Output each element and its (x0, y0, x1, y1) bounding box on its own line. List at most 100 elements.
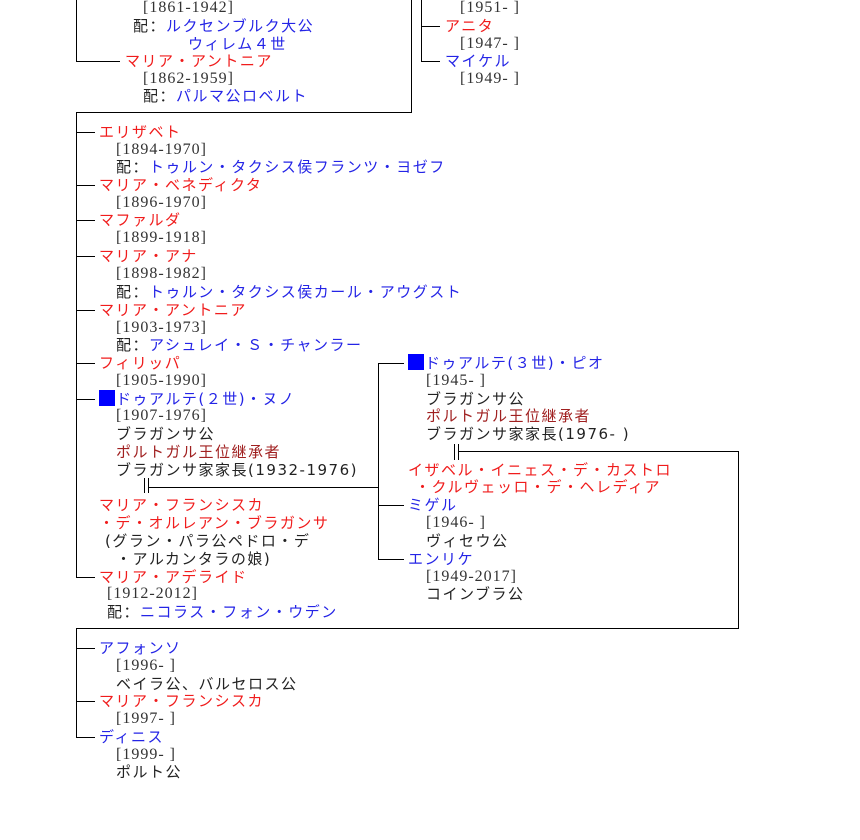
title: コインブラ公 (426, 585, 525, 603)
spouse-link[interactable]: パルマ公ロベルト (176, 87, 309, 105)
title: ベイラ公、バルセロス公 (116, 675, 298, 693)
person-name[interactable]: マイケル (445, 52, 512, 70)
spouse-line: 配：パルマ公ロベルト (143, 87, 308, 105)
tree-line (76, 185, 95, 186)
tree-line (76, 0, 77, 62)
spouse-line: 配：トゥルン・タクシス侯カール・アウグスト (116, 283, 462, 301)
heir-marker-icon (408, 354, 424, 370)
person-name[interactable]: ドゥアルテ(３世)・ピオ (425, 354, 605, 372)
dates: [1898-1982] (116, 265, 207, 282)
spouse-note: ・アルカンタラの娘) (116, 550, 272, 568)
dates: [1899-1918] (116, 229, 207, 246)
tree-line (76, 628, 739, 629)
dates: [1905-1990] (116, 372, 207, 389)
spouse-line: 配：トゥルン・タクシス侯フランツ・ヨゼフ (116, 158, 446, 176)
tree-line (76, 112, 77, 578)
dates: [1862-1959] (143, 70, 234, 87)
spouse-prefix: 配： (107, 603, 141, 621)
title: ポルトガル王位継承者 (426, 407, 592, 425)
tree-line (421, 61, 440, 62)
tree-line (76, 61, 120, 62)
spouse-prefix: 配： (133, 17, 167, 35)
spouse-name[interactable]: ・デ・オルレアン・ブラガンサ (99, 514, 330, 532)
dates: [1997- ] (116, 710, 176, 727)
dates: [1947- ] (460, 35, 520, 52)
marriage-line (144, 478, 145, 493)
dates: [1999- ] (116, 746, 176, 763)
person-name[interactable]: マリア・アナ (99, 247, 198, 265)
person-name[interactable]: マリア・アントニア (125, 52, 273, 70)
spouse-note: (グラン・パラ公ペドロ・デ (105, 532, 311, 550)
spouse-line: 配：ルクセンブルク大公 (133, 17, 314, 35)
person-name[interactable]: マリア・アントニア (99, 301, 247, 319)
spouse-link[interactable]: ウィレム４世 (188, 35, 287, 53)
spouse-name[interactable]: イザベル・イニェス・デ・カストロ (408, 461, 673, 479)
marriage-line (454, 444, 455, 460)
person-name[interactable]: アニタ (445, 17, 495, 35)
dates: [1996- ] (116, 657, 176, 674)
tree-line (76, 737, 95, 738)
dates: [1907-1976] (116, 407, 207, 424)
tree-line (76, 220, 95, 221)
tree-line (76, 628, 77, 738)
spouse-prefix: 配： (143, 87, 177, 105)
tree-line (738, 451, 739, 629)
marriage-line (148, 478, 149, 493)
dates: [1903-1973] (116, 319, 207, 336)
person-name[interactable]: フィリッパ (99, 354, 182, 372)
spouse-link[interactable]: トゥルン・タクシス侯カール・アウグスト (149, 283, 463, 301)
tree-line (378, 559, 404, 560)
person-name[interactable]: マリア・フランシスカ (99, 692, 265, 710)
person-name[interactable]: アフォンソ (99, 639, 182, 657)
person-name[interactable]: マファルダ (99, 211, 182, 229)
person-name[interactable]: マリア・ベネディクタ (99, 176, 263, 194)
tree-line (421, 26, 440, 27)
person-heir: ドゥアルテ(２世)・ヌノ (99, 390, 295, 408)
title: ポルト公 (116, 763, 183, 781)
dates: [1946- ] (426, 514, 486, 531)
tree-line (76, 577, 95, 578)
tree-line (411, 0, 412, 113)
tree-line (76, 256, 95, 257)
person-name[interactable]: ディニス (99, 728, 164, 746)
tree-line (76, 310, 95, 311)
spouse-name[interactable]: マリア・フランシスカ (99, 496, 265, 514)
tree-line (76, 132, 95, 133)
person-name[interactable]: エンリケ (408, 550, 475, 568)
tree-line (378, 363, 404, 364)
dates: [1894-1970] (116, 141, 207, 158)
spouse-line: 配：ニコラス・フォン・ウデン (107, 603, 338, 621)
spouse-link[interactable]: アシュレイ・Ｓ・チャンラー (149, 336, 363, 354)
heir-marker-icon (99, 390, 115, 406)
tree-line (76, 112, 412, 113)
title: ブラガンサ公 (116, 425, 216, 443)
tree-line (76, 648, 95, 649)
spouse-name[interactable]: ・クルヴェッロ・デ・ヘレディア (415, 478, 662, 496)
spouse-link[interactable]: ニコラス・フォン・ウデン (140, 603, 338, 621)
title: ブラガンサ家家長(1932-1976) (116, 461, 358, 479)
person-name[interactable]: エリザベト (99, 123, 182, 141)
spouse-prefix: 配： (116, 283, 150, 301)
person-name[interactable]: ドゥアルテ(２世)・ヌノ (116, 390, 296, 408)
dates: [1912-2012] (107, 585, 198, 602)
person-heir: ドゥアルテ(３世)・ピオ (408, 354, 605, 372)
dates: [1945- ] (426, 372, 486, 389)
marriage-line (458, 444, 459, 460)
tree-line (76, 701, 95, 702)
title: ヴィセウ公 (426, 532, 509, 550)
spouse-prefix: 配： (116, 158, 150, 176)
tree-line (76, 363, 95, 364)
title: ブラガンサ公 (426, 390, 526, 408)
tree-line (148, 487, 378, 488)
title: ポルトガル王位継承者 (116, 443, 282, 461)
spouse-link[interactable]: トゥルン・タクシス侯フランツ・ヨゼフ (149, 158, 446, 176)
spouse-link[interactable]: ルクセンブルク大公 (166, 17, 315, 35)
tree-line (378, 363, 379, 560)
person-name[interactable]: マリア・アデライド (99, 568, 248, 586)
spouse-line: 配：アシュレイ・Ｓ・チャンラー (116, 336, 362, 354)
dates: [1861-1942] (143, 0, 234, 16)
spouse-prefix: 配： (116, 336, 150, 354)
dates: [1949- ] (460, 70, 520, 87)
person-name[interactable]: ミゲル (408, 496, 458, 514)
dates: [1896-1970] (116, 194, 207, 211)
